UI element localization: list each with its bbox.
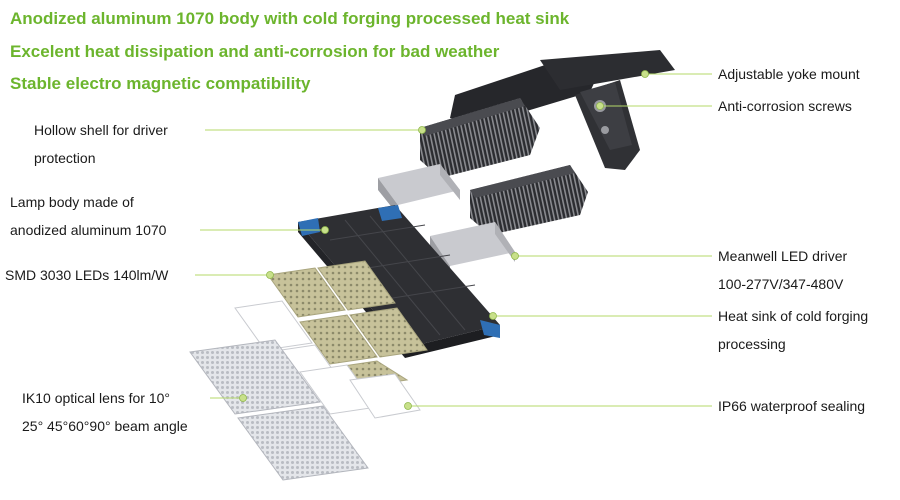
upper-heatsink-shell [420,98,540,178]
label-optical-lens-line1: IK10 optical lens for 10° [22,390,171,406]
label-smd-leds: SMD 3030 LEDs 140lm/W [5,267,169,283]
leader-lines [195,73,712,407]
leader-dots [239,70,649,410]
label-yoke-mount: Adjustable yoke mount [718,66,860,82]
label-led-driver-line1: Meanwell LED driver [718,248,848,264]
optical-lens-panels [189,339,369,481]
label-heat-sink-line1: Heat sink of cold forging [718,308,869,324]
label-optical-lens-line2: 25° 45°60°90° beam angle [22,418,188,434]
label-anti-corrosion-screws: Anti-corrosion screws [718,98,852,114]
label-ip66-sealing: IP66 waterproof sealing [718,398,866,414]
label-heat-sink-line2: processing [718,336,786,352]
label-led-driver-line2: 100-277V/347-480V [718,276,844,292]
headline-body-material: Anodized aluminum 1070 body with cold fo… [10,9,570,28]
headline-emc: Stable electro magnetic compatibility [10,74,311,93]
label-hollow-shell-line1: Hollow shell for driver [34,122,168,138]
headline-heat-dissipation: Excelent heat dissipation and anti-corro… [10,42,500,61]
lower-heatsink-shell [470,165,588,235]
label-lamp-body-line2: anodized aluminum 1070 [10,222,167,238]
label-hollow-shell-line2: protection [34,150,96,166]
label-lamp-body-line1: Lamp body made of [10,194,134,210]
